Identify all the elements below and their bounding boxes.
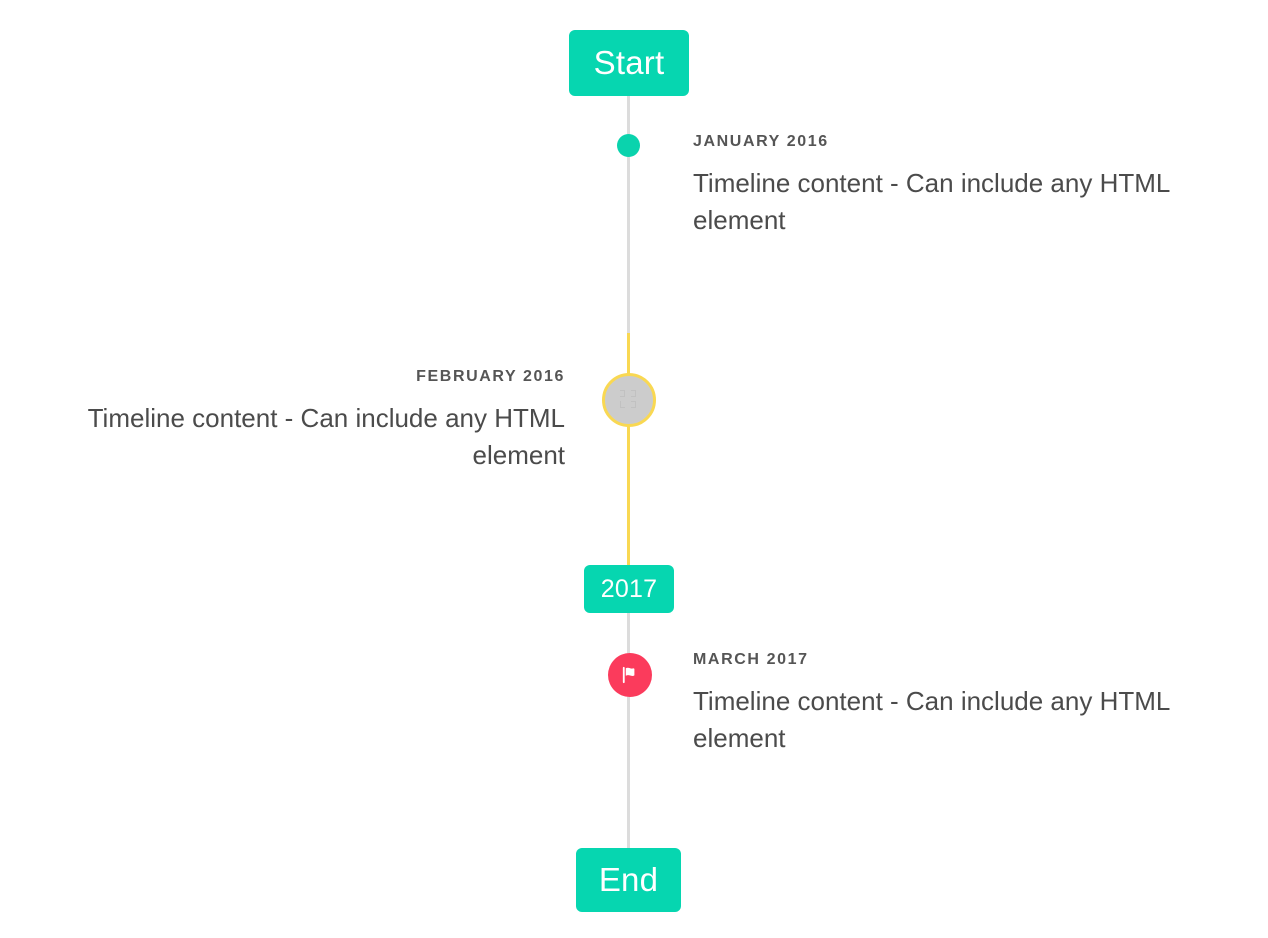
timeline-end-badge[interactable]: End xyxy=(576,848,681,912)
timeline-entry-content: Timeline content - Can include any HTML … xyxy=(87,403,565,470)
timeline-line-segment-bottom xyxy=(627,613,630,851)
timeline-start-label: Start xyxy=(593,44,665,81)
timeline-end-label: End xyxy=(598,861,659,898)
timeline-marker-flag[interactable] xyxy=(608,653,652,697)
timeline-entry-content: Timeline content - Can include any HTML … xyxy=(693,686,1170,753)
timeline-entry-content: Timeline content - Can include any HTML … xyxy=(693,168,1170,235)
timeline-marker-dot-icon[interactable] xyxy=(617,134,640,157)
timeline-start-badge[interactable]: Start xyxy=(569,30,689,96)
timeline-entry-march-2017: MARCH 2017 Timeline content - Can includ… xyxy=(693,651,1223,757)
timeline-marker-ring[interactable] xyxy=(602,373,656,427)
timeline-line-segment-highlight xyxy=(627,333,630,565)
timeline-entry-january-2016: JANUARY 2016 Timeline content - Can incl… xyxy=(693,133,1223,239)
timeline-line-segment-top xyxy=(627,96,630,334)
broken-image-icon xyxy=(619,389,639,411)
timeline-year-label: 2017 xyxy=(600,574,658,603)
timeline-entry-february-2016: FEBRUARY 2016 Timeline content - Can inc… xyxy=(20,368,565,474)
timeline-year-badge-2017[interactable]: 2017 xyxy=(584,565,674,613)
flag-icon xyxy=(622,666,635,684)
timeline-entry-date: MARCH 2017 xyxy=(693,651,809,668)
timeline-entry-date: FEBRUARY 2016 xyxy=(416,368,565,385)
timeline-entry-date: JANUARY 2016 xyxy=(693,133,829,150)
